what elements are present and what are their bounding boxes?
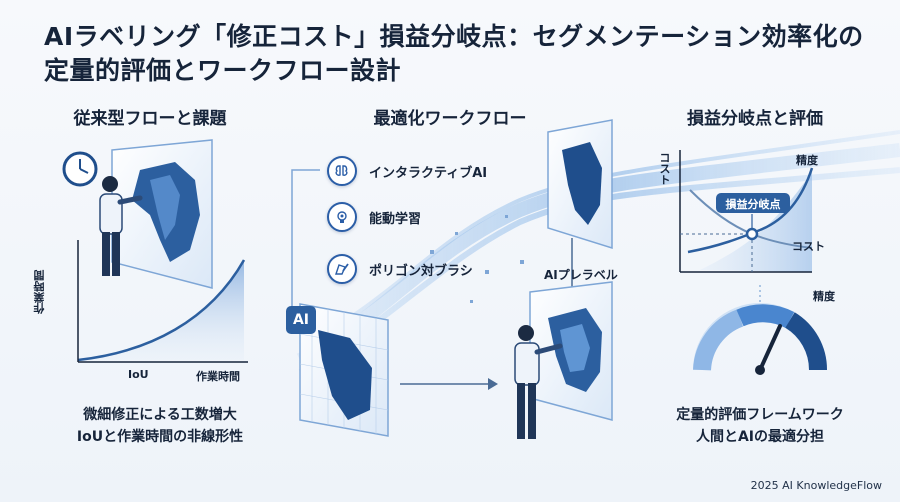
right-y-axis-label: コスト	[658, 152, 671, 185]
left-heading: 従来型フローと課題	[73, 109, 227, 129]
feature-active-learning: 能動学習	[327, 202, 421, 232]
left-caption-line-1: 微細修正による工数増大	[83, 407, 237, 423]
middle-heading: 最適化ワークフロー	[373, 109, 527, 129]
right-caption: 定量的評価フレームワーク 人間とAIの最適分担	[650, 404, 870, 448]
left-caption: 微細修正による工数増大 IoUと作業時間の非線形性	[40, 404, 280, 448]
right-x-axis-label: 精度	[813, 290, 835, 303]
prelabel-label: AIプレラベル	[544, 268, 618, 282]
reviewer-figure	[514, 325, 563, 439]
gauge-icon	[693, 303, 828, 375]
page-title: AIラベリング「修正コスト」損益分岐点：セグメンテーション効率化の 定量的評価と…	[44, 20, 874, 88]
breakeven-chart	[679, 150, 814, 273]
right-heading: 損益分岐点と評価	[687, 109, 823, 129]
feature-label: 能動学習	[369, 211, 422, 227]
right-caption-line-1: 定量的評価フレームワーク	[676, 407, 844, 423]
ai-panel	[286, 303, 389, 437]
right-caption-line-2: 人間とAIの最適分担	[695, 429, 825, 445]
feature-interactive-ai: インタラクティブAI	[327, 156, 487, 186]
curve-accuracy-label: 精度	[796, 154, 818, 167]
feature-label: インタラクティブAI	[369, 165, 488, 181]
feature-polygon-brush: ポリゴン対ブラシ	[327, 254, 473, 284]
clock-icon	[62, 151, 98, 187]
worker-figure	[99, 176, 143, 276]
feature-label: ポリゴン対ブラシ	[369, 263, 473, 279]
review-panel	[529, 281, 613, 421]
footer-credit: 2025 AI KnowledgeFlow	[750, 479, 882, 492]
polygon-brush-icon	[327, 254, 357, 284]
ai-badge: AI	[292, 312, 310, 328]
left-caption-line-2: IoUと作業時間の非線形性	[76, 429, 244, 445]
curve-cost-label: コスト	[792, 240, 825, 253]
left-x-axis-label-2: 作業時間	[196, 370, 240, 383]
lightbulb-gear-icon	[327, 202, 357, 232]
brain-icon	[327, 156, 357, 186]
annotation-canvas	[111, 139, 213, 289]
title-line-2: 定量的評価とワークフロー設計	[44, 56, 402, 85]
prelabel-panel	[547, 119, 613, 250]
left-y-axis-label: 作業時間	[33, 270, 46, 314]
left-x-axis-label-1: IoU	[128, 368, 149, 381]
breakeven-label: 損益分岐点	[725, 198, 781, 211]
title-line-1: AIラベリング「修正コスト」損益分岐点：セグメンテーション効率化の	[44, 22, 864, 51]
left-chart	[77, 240, 248, 363]
